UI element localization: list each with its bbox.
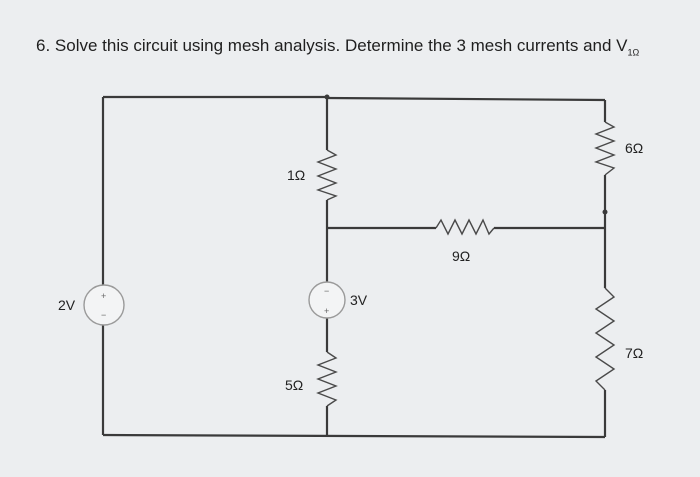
resistor-7-ohm — [594, 287, 616, 391]
wire-bottom — [102, 433, 606, 439]
voltage-source-3v — [308, 281, 346, 319]
voltage-source-2v — [83, 284, 125, 326]
label-7-ohm: 7Ω — [625, 345, 643, 361]
label-2v: 2V — [58, 297, 76, 313]
label-9-ohm: 9Ω — [452, 248, 470, 264]
junction-dot-right — [602, 209, 608, 215]
resistor-6-ohm — [593, 121, 616, 176]
junction-dot-top — [324, 94, 330, 100]
resistor-1-ohm — [315, 149, 338, 201]
question-subscript: 1Ω — [627, 47, 640, 58]
source-3v-plus: + — [324, 306, 329, 316]
label-5-ohm: 5Ω — [285, 377, 303, 393]
question-main: 6. Solve this circuit using mesh analysi… — [36, 36, 628, 55]
source-3v-minus: − — [324, 286, 329, 296]
resistor-5-ohm — [316, 351, 338, 407]
source-2v-minus: − — [101, 310, 106, 320]
label-1-ohm: 1Ω — [287, 167, 305, 183]
question-text: 6. Solve this circuit using mesh analysi… — [36, 36, 639, 57]
label-3v: 3V — [350, 292, 368, 308]
source-2v-plus: + — [101, 291, 106, 301]
label-6-ohm: 6Ω — [625, 140, 643, 156]
resistor-9-ohm — [435, 218, 495, 236]
wire-top-right — [326, 96, 606, 102]
